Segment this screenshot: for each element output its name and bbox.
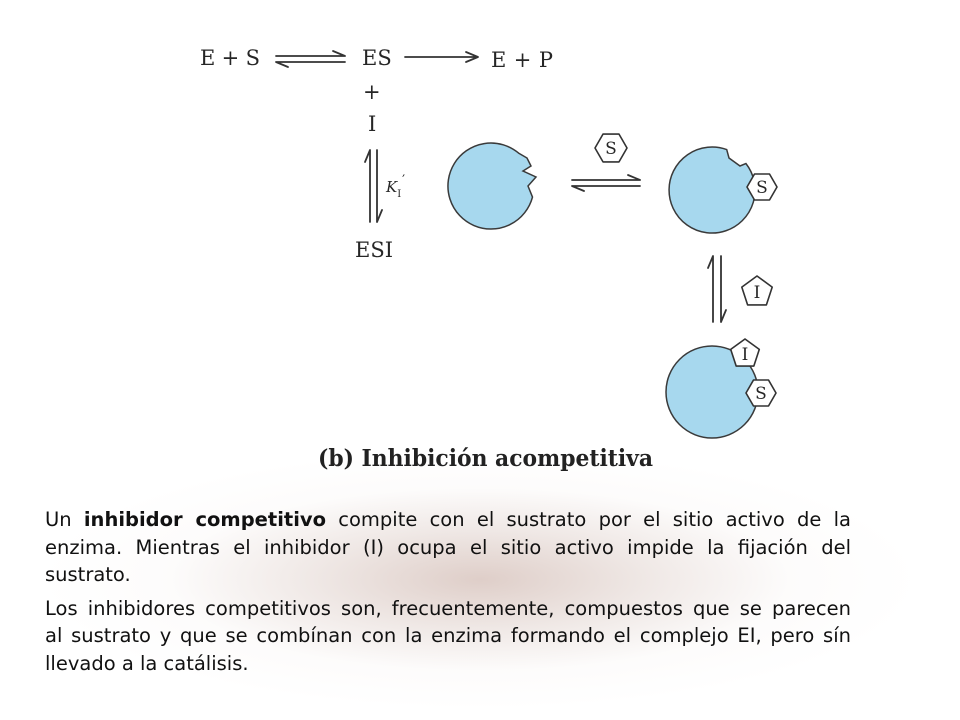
text-line: Los inhibidores competitivos son, frecue… <box>45 596 851 620</box>
equilibrium-arrow-schematic-inhibitor <box>707 255 727 323</box>
inhibitor-pentagon-label: I <box>754 283 761 303</box>
bold-term: inhibidor competitivo <box>83 508 327 531</box>
paragraph-competitive-definition: Un inhibidor competitivo compite con el … <box>45 506 851 589</box>
text-line: sustrato. <box>45 563 131 586</box>
explanation-text: Un inhibidor competitivo compite con el … <box>45 506 851 677</box>
ternary-substrate-label: S <box>755 384 767 404</box>
bound-inhibitor-pentagon <box>729 338 761 367</box>
enzyme-free <box>447 142 538 230</box>
paragraph-competitive-structure: Los inhibidores competitivos son, frecue… <box>45 595 851 678</box>
plus-sign: + <box>363 80 381 104</box>
enzyme-substrate-complex <box>668 146 756 234</box>
text-segment: Un <box>45 508 84 531</box>
text-line: llevado a la catálisis. <box>45 651 249 675</box>
substrate-hexagon-label: S <box>605 139 617 159</box>
reaction-scheme: E + S ES E + P + I KI′ ESI <box>200 46 553 262</box>
bound-substrate-hexagon <box>746 173 778 201</box>
inhibitor-pentagon <box>740 275 774 306</box>
equilibrium-arrow-substrate-binding <box>275 50 346 68</box>
diagram-caption: (b) Inhibición acompetitiva <box>318 445 653 472</box>
ternary-complex-label: ESI <box>355 238 393 262</box>
equilibrium-arrow-inhibitor-binding <box>364 149 383 223</box>
reverse-half-arrow-vertical <box>364 149 371 223</box>
text-line: enzima. Mientras el inhibidor (I) ocupa … <box>45 535 851 559</box>
inhibitor-label: I <box>368 112 376 136</box>
reactants-label: E + S <box>200 46 260 70</box>
catalysis-arrow <box>404 51 479 63</box>
k-prime: ′ <box>402 173 405 188</box>
text-line: Un inhibidor competitivo compite con el … <box>45 506 851 534</box>
forward-half-arrow-vertical <box>720 255 727 323</box>
bound-substrate-label: S <box>756 178 768 198</box>
background-glow <box>40 460 920 720</box>
products-label: E + P <box>491 48 553 72</box>
text-segment: compite con el sustrato por el sitio act… <box>326 508 851 531</box>
uncompetitive-inhibition-diagram: E + S ES E + P + I KI′ ESI S <box>200 46 778 472</box>
forward-half-arrow <box>571 174 641 181</box>
forward-half-arrow <box>275 50 346 57</box>
reverse-half-arrow <box>571 185 641 192</box>
substrate-hexagon <box>594 133 628 163</box>
k-symbol: K <box>385 178 398 196</box>
text-line: al sustrato y que se combínan con la enz… <box>45 624 851 647</box>
forward-half-arrow-vertical <box>376 149 383 223</box>
equilibrium-arrow-schematic-substrate <box>571 174 641 192</box>
enzyme-schematic: S S I I S <box>447 133 778 439</box>
k-subscript: I <box>397 189 401 200</box>
ternary-substrate-hexagon <box>745 379 777 407</box>
bound-inhibitor-label: I <box>742 345 749 365</box>
forward-arrow <box>404 51 479 63</box>
dissociation-constant-label: KI′ <box>385 173 405 200</box>
reverse-half-arrow-vertical <box>707 255 714 323</box>
enzyme-substrate-complex-label: ES <box>362 46 392 70</box>
reverse-half-arrow <box>275 61 346 68</box>
